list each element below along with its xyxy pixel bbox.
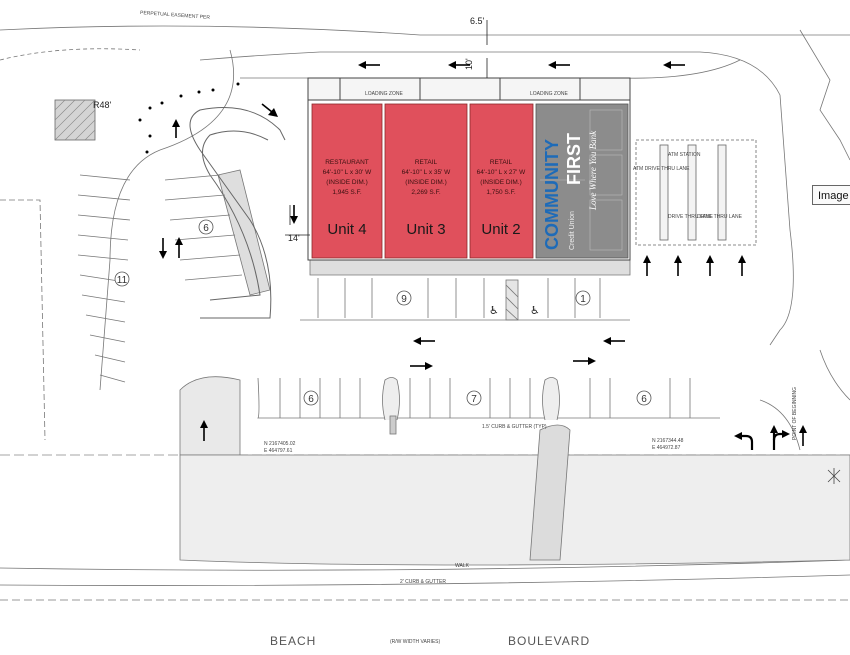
unit-4-inside: (INSIDE DIM.) xyxy=(326,179,368,186)
arrow-turn-icon xyxy=(770,425,790,450)
bottom-parking xyxy=(257,377,720,435)
arrow-left-icon xyxy=(548,61,570,69)
brand-credit-union: Credit Union xyxy=(569,211,576,250)
arrow-up-icon xyxy=(706,255,714,276)
coord-2-n: N 2167344.48 xyxy=(652,438,684,444)
accessible-parking-icon: ♿ xyxy=(530,304,540,317)
image-tooltip: Image xyxy=(812,185,850,205)
street-name-left: BEACH xyxy=(270,634,316,648)
arrow-left-icon xyxy=(603,337,625,345)
unit-2[interactable]: RETAIL 64'-10" L x 27' W (INSIDE DIM.) 1… xyxy=(469,103,534,259)
arrow-right-icon xyxy=(573,357,596,365)
arrow-up-icon xyxy=(799,425,807,446)
radius-label: R48' xyxy=(93,100,112,110)
arrow-down-icon xyxy=(159,238,167,259)
arrow-diagonal-icon xyxy=(261,103,278,117)
unit-3-inside: (INSIDE DIM.) xyxy=(405,179,447,186)
right-of-way-note: (R/W WIDTH VARIES) xyxy=(390,639,441,645)
traffic-arrows xyxy=(159,61,807,450)
walk-note: WALK xyxy=(455,563,470,569)
left-parking-rows xyxy=(77,174,243,383)
unit-2-label: Unit 2 xyxy=(481,221,520,238)
marker-icon xyxy=(827,468,841,484)
brand-tagline: Love Where You Bank xyxy=(588,130,598,211)
loading-zone-label-1: LOADING ZONE xyxy=(365,91,403,97)
arrow-right-icon xyxy=(410,362,433,370)
stall-count-6: 7 xyxy=(471,394,477,405)
arrow-left-icon xyxy=(448,61,470,69)
entrance-dots xyxy=(138,82,240,154)
arrow-up-icon xyxy=(175,237,183,258)
drive-thru-label-2: DRIVE THRU LANE xyxy=(697,214,743,220)
arrow-left-icon xyxy=(663,61,685,69)
arrow-up-icon xyxy=(643,255,651,276)
atm-drive-label: ATM DRIVE THRU LANE xyxy=(633,166,690,172)
arrow-up-icon xyxy=(200,420,208,441)
drive-thru-label-1: DRIVE THRU LANE xyxy=(668,214,714,220)
unit-2-dims: 64'-10" L x 27' W xyxy=(477,169,526,176)
dim-10-label: 10' xyxy=(464,58,474,70)
unit-2-inside: (INSIDE DIM.) xyxy=(480,179,522,186)
unit-3-area: 2,269 S.F. xyxy=(411,189,440,196)
easement-note: PERPETUAL EASEMENT PER xyxy=(140,10,211,21)
unit-4-label: Unit 4 xyxy=(327,221,366,238)
unit-4-type: RESTAURANT xyxy=(325,159,369,166)
coord-1-e: E 464797.61 xyxy=(264,448,293,454)
stall-count-1: 6 xyxy=(203,223,209,234)
stall-count-4: 1 xyxy=(580,294,586,305)
dim-14-label: 14' xyxy=(288,233,300,243)
coord-2-e: E 464972.87 xyxy=(652,445,681,451)
arrow-turn-icon xyxy=(734,432,754,450)
arrow-left-icon xyxy=(413,337,435,345)
unit-3-label: Unit 3 xyxy=(406,221,445,238)
dimension-marks xyxy=(285,20,488,236)
unit-4-dims: 64'-10" L x 30' W xyxy=(323,169,372,176)
arrow-up-icon xyxy=(738,255,746,276)
accessible-parking-icon: ♿ xyxy=(489,304,499,317)
brand-community: COMMUNITY xyxy=(542,139,562,250)
entrance-island xyxy=(189,107,286,319)
unit-2-area: 1,750 S.F. xyxy=(486,189,515,196)
front-parking xyxy=(300,278,630,321)
street-name-right: BOULEVARD xyxy=(508,634,590,648)
bank-tenant[interactable]: COMMUNITY FIRST Credit Union Love Where … xyxy=(535,103,629,259)
arrow-left-icon xyxy=(358,61,380,69)
curb-gutter-note: 1.5' CURB & GUTTER (TYP) xyxy=(482,424,547,430)
arrow-up-icon xyxy=(172,119,180,138)
stall-count-5: 6 xyxy=(308,394,314,405)
hatched-area xyxy=(54,99,96,141)
unit-3[interactable]: RETAIL 64'-10" L x 35' W (INSIDE DIM.) 2… xyxy=(384,103,468,259)
atm-station-label: ATM STATION xyxy=(668,152,701,158)
stall-count-2: 11 xyxy=(117,275,128,286)
point-of-beginning-note: POINT OF BEGINNING xyxy=(792,387,798,440)
stall-count-7: 6 xyxy=(641,394,647,405)
loading-zone-label-2: LOADING ZONE xyxy=(530,91,568,97)
coord-1-n: N 2167405.02 xyxy=(264,441,296,447)
arrow-up-icon xyxy=(674,255,682,276)
brand-first: FIRST xyxy=(564,133,584,185)
stall-count-markers xyxy=(114,219,652,406)
curb-gutter-bottom-note: 2' CURB & GUTTER xyxy=(400,579,446,585)
dim-top-label: 6.5' xyxy=(470,16,485,26)
unit-2-type: RETAIL xyxy=(490,159,513,166)
stall-count-3: 9 xyxy=(401,294,407,305)
arrow-down-icon xyxy=(290,205,298,224)
unit-3-type: RETAIL xyxy=(415,159,438,166)
unit-4[interactable]: RESTAURANT 64'-10" L x 30' W (INSIDE DIM… xyxy=(311,103,383,259)
drive-thru-lanes xyxy=(635,139,757,246)
unit-4-area: 1,945 S.F. xyxy=(332,189,361,196)
concrete-areas xyxy=(179,169,850,566)
unit-3-dims: 64'-10" L x 35' W xyxy=(402,169,451,176)
